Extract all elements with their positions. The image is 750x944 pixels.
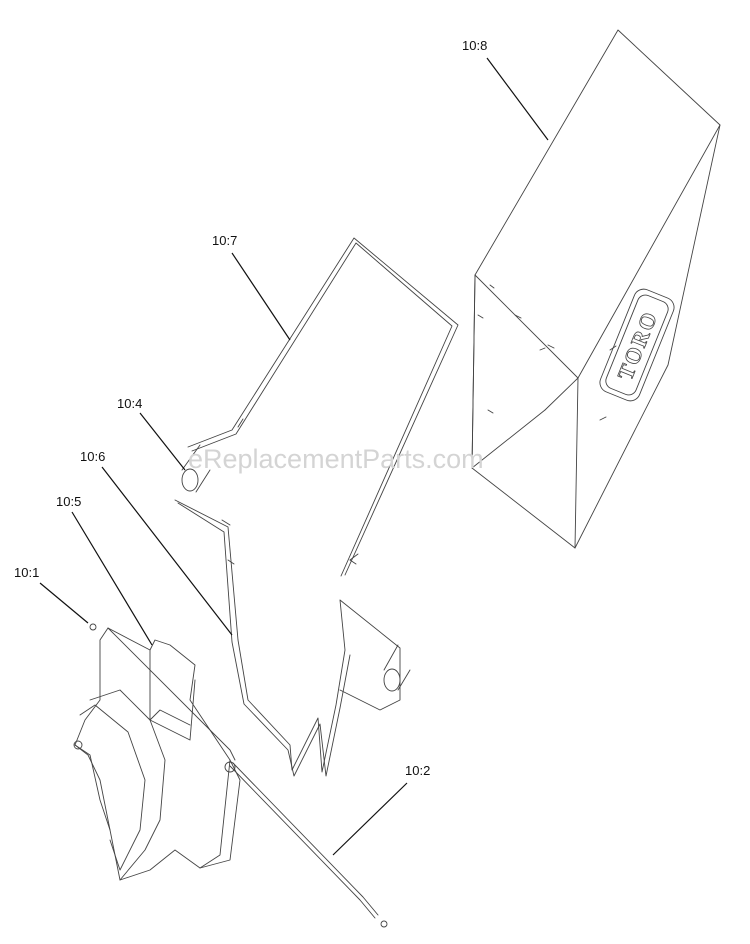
leader-lines bbox=[39, 57, 549, 856]
rear-door-assembly bbox=[73, 627, 241, 881]
callout-10-1: 10:1 bbox=[14, 565, 39, 580]
callout-10-8: 10:8 bbox=[462, 38, 487, 53]
callout-10-6: 10:6 bbox=[80, 449, 105, 464]
callout-10-2: 10:2 bbox=[405, 763, 430, 778]
frame-bracket bbox=[181, 444, 411, 692]
callout-10-4: 10:4 bbox=[117, 396, 142, 411]
watermark: eReplacementParts.com bbox=[188, 444, 484, 474]
grass-bag: TORO bbox=[471, 29, 721, 549]
lower-frame bbox=[174, 499, 401, 777]
hinge-rod bbox=[229, 762, 388, 928]
screw bbox=[89, 623, 97, 631]
callout-10-5: 10:5 bbox=[56, 494, 81, 509]
toro-logo: TORO bbox=[599, 288, 675, 402]
bag-frame bbox=[187, 237, 459, 577]
callout-10-7: 10:7 bbox=[212, 233, 237, 248]
